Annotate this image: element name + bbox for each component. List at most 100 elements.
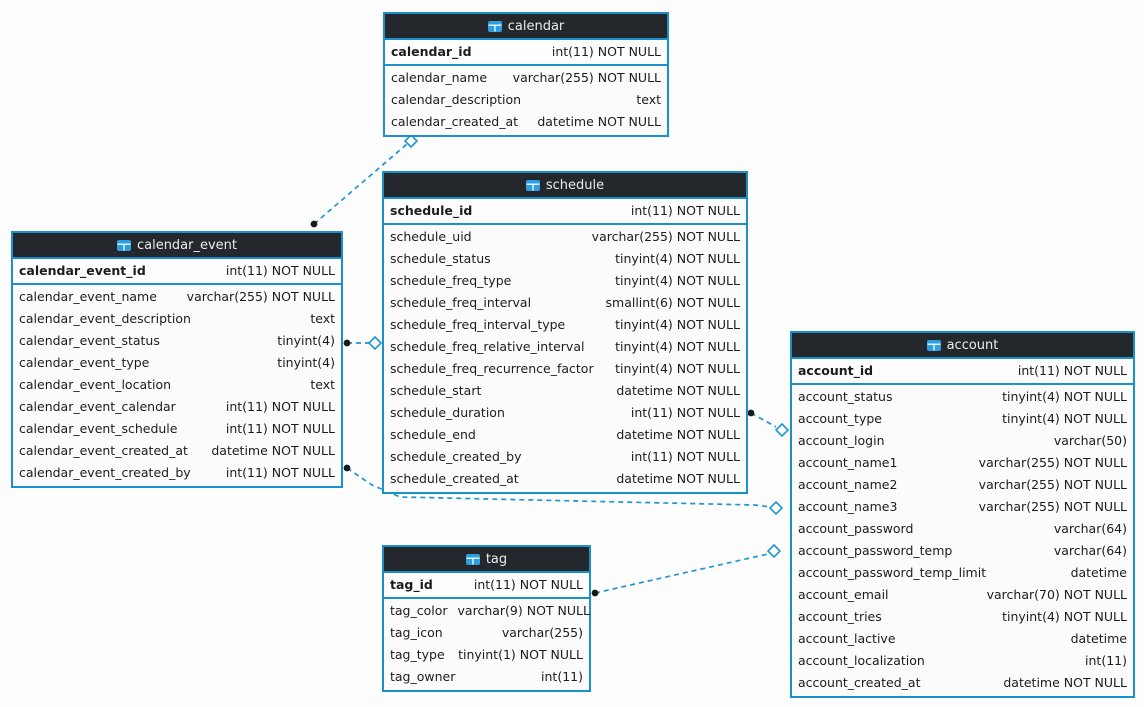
column-type: int(11) NOT NULL xyxy=(473,577,583,592)
table-account[interactable]: account account_id int(11) NOT NULL acco… xyxy=(790,331,1135,698)
column-name: schedule_freq_interval_type xyxy=(390,317,566,332)
column-name: schedule_freq_relative_interval xyxy=(390,339,585,354)
table-header[interactable]: calendar_event xyxy=(13,233,341,259)
column-type: tinyint(4) NOT NULL xyxy=(615,361,740,376)
table-header[interactable]: schedule xyxy=(384,173,746,199)
table-calendar-event[interactable]: calendar_event calendar_event_id int(11)… xyxy=(11,231,343,488)
pk-row[interactable]: calendar_id int(11) NOT NULL xyxy=(385,40,667,66)
column-name: account_localization xyxy=(798,653,925,668)
table-header[interactable]: account xyxy=(792,333,1133,359)
table-title: tag xyxy=(485,551,508,567)
column-name: schedule_created_by xyxy=(390,449,522,464)
column-name: account_login xyxy=(798,433,885,448)
column-type: tinyint(4) NOT NULL xyxy=(615,251,740,266)
column-row[interactable]: account_password varchar(64) xyxy=(792,518,1133,540)
table-title: calendar_event xyxy=(136,237,238,253)
column-name: calendar_event_schedule xyxy=(19,421,178,436)
column-row[interactable]: account_login varchar(50) xyxy=(792,430,1133,452)
relationship-calendar_event-schedule xyxy=(343,335,383,351)
relationship-line[interactable] xyxy=(594,553,769,594)
column-type: int(11) xyxy=(1085,653,1127,668)
column-name: account_password_temp xyxy=(798,543,953,558)
column-type: varchar(64) xyxy=(1053,521,1127,536)
fk-dot-icon xyxy=(591,589,599,597)
column-type: tinyint(4) xyxy=(277,355,335,370)
column-name: account_email xyxy=(798,587,889,602)
column-type: text xyxy=(310,311,335,326)
table-calendar[interactable]: calendar calendar_id int(11) NOT NULL ca… xyxy=(383,12,669,137)
relationship-line[interactable] xyxy=(750,412,777,428)
column-type: int(11) NOT NULL xyxy=(630,405,740,420)
pk-row[interactable]: account_id int(11) NOT NULL xyxy=(792,359,1133,385)
column-type: tinyint(4) NOT NULL xyxy=(615,273,740,288)
column-name: account_name1 xyxy=(798,455,898,470)
column-name: account_password_temp_limit xyxy=(798,565,987,580)
column-type: varchar(255) NOT NULL xyxy=(978,477,1127,492)
table-schedule[interactable]: schedule schedule_id int(11) NOT NULL sc… xyxy=(382,171,748,494)
column-type: datetime NOT NULL xyxy=(1003,675,1127,690)
column-name: calendar_id xyxy=(391,44,472,59)
column-name: calendar_name xyxy=(391,70,488,85)
pk-row[interactable]: tag_id int(11) NOT NULL xyxy=(384,573,589,599)
column-name: schedule_created_at xyxy=(390,471,519,486)
column-type: varchar(70) NOT NULL xyxy=(986,587,1127,602)
column-row[interactable]: account_email varchar(70) NOT NULL xyxy=(792,584,1133,606)
column-type: smallint(6) NOT NULL xyxy=(605,295,741,310)
pk-row[interactable]: schedule_id int(11) NOT NULL xyxy=(384,199,746,225)
column-type: datetime NOT NULL xyxy=(211,443,335,458)
table-header[interactable]: calendar xyxy=(385,14,667,40)
table-header[interactable]: tag xyxy=(384,547,589,573)
column-type: int(11) NOT NULL xyxy=(551,44,661,59)
column-type: tinyint(4) NOT NULL xyxy=(615,339,740,354)
column-name: account_created_at xyxy=(798,675,921,690)
column-row[interactable]: schedule_freq_relative_interval tinyint(4… xyxy=(384,336,746,358)
pk-row[interactable]: calendar_event_id int(11) NOT NULL xyxy=(13,259,341,285)
column-row[interactable]: account_localization int(11) xyxy=(792,650,1133,672)
column-row[interactable]: account_created_at datetime NOT NULL xyxy=(792,672,1133,694)
column-type: varchar(50) xyxy=(1053,433,1127,448)
column-name: schedule_uid xyxy=(390,229,472,244)
column-name: schedule_start xyxy=(390,383,482,398)
column-name: account_password xyxy=(798,521,914,536)
